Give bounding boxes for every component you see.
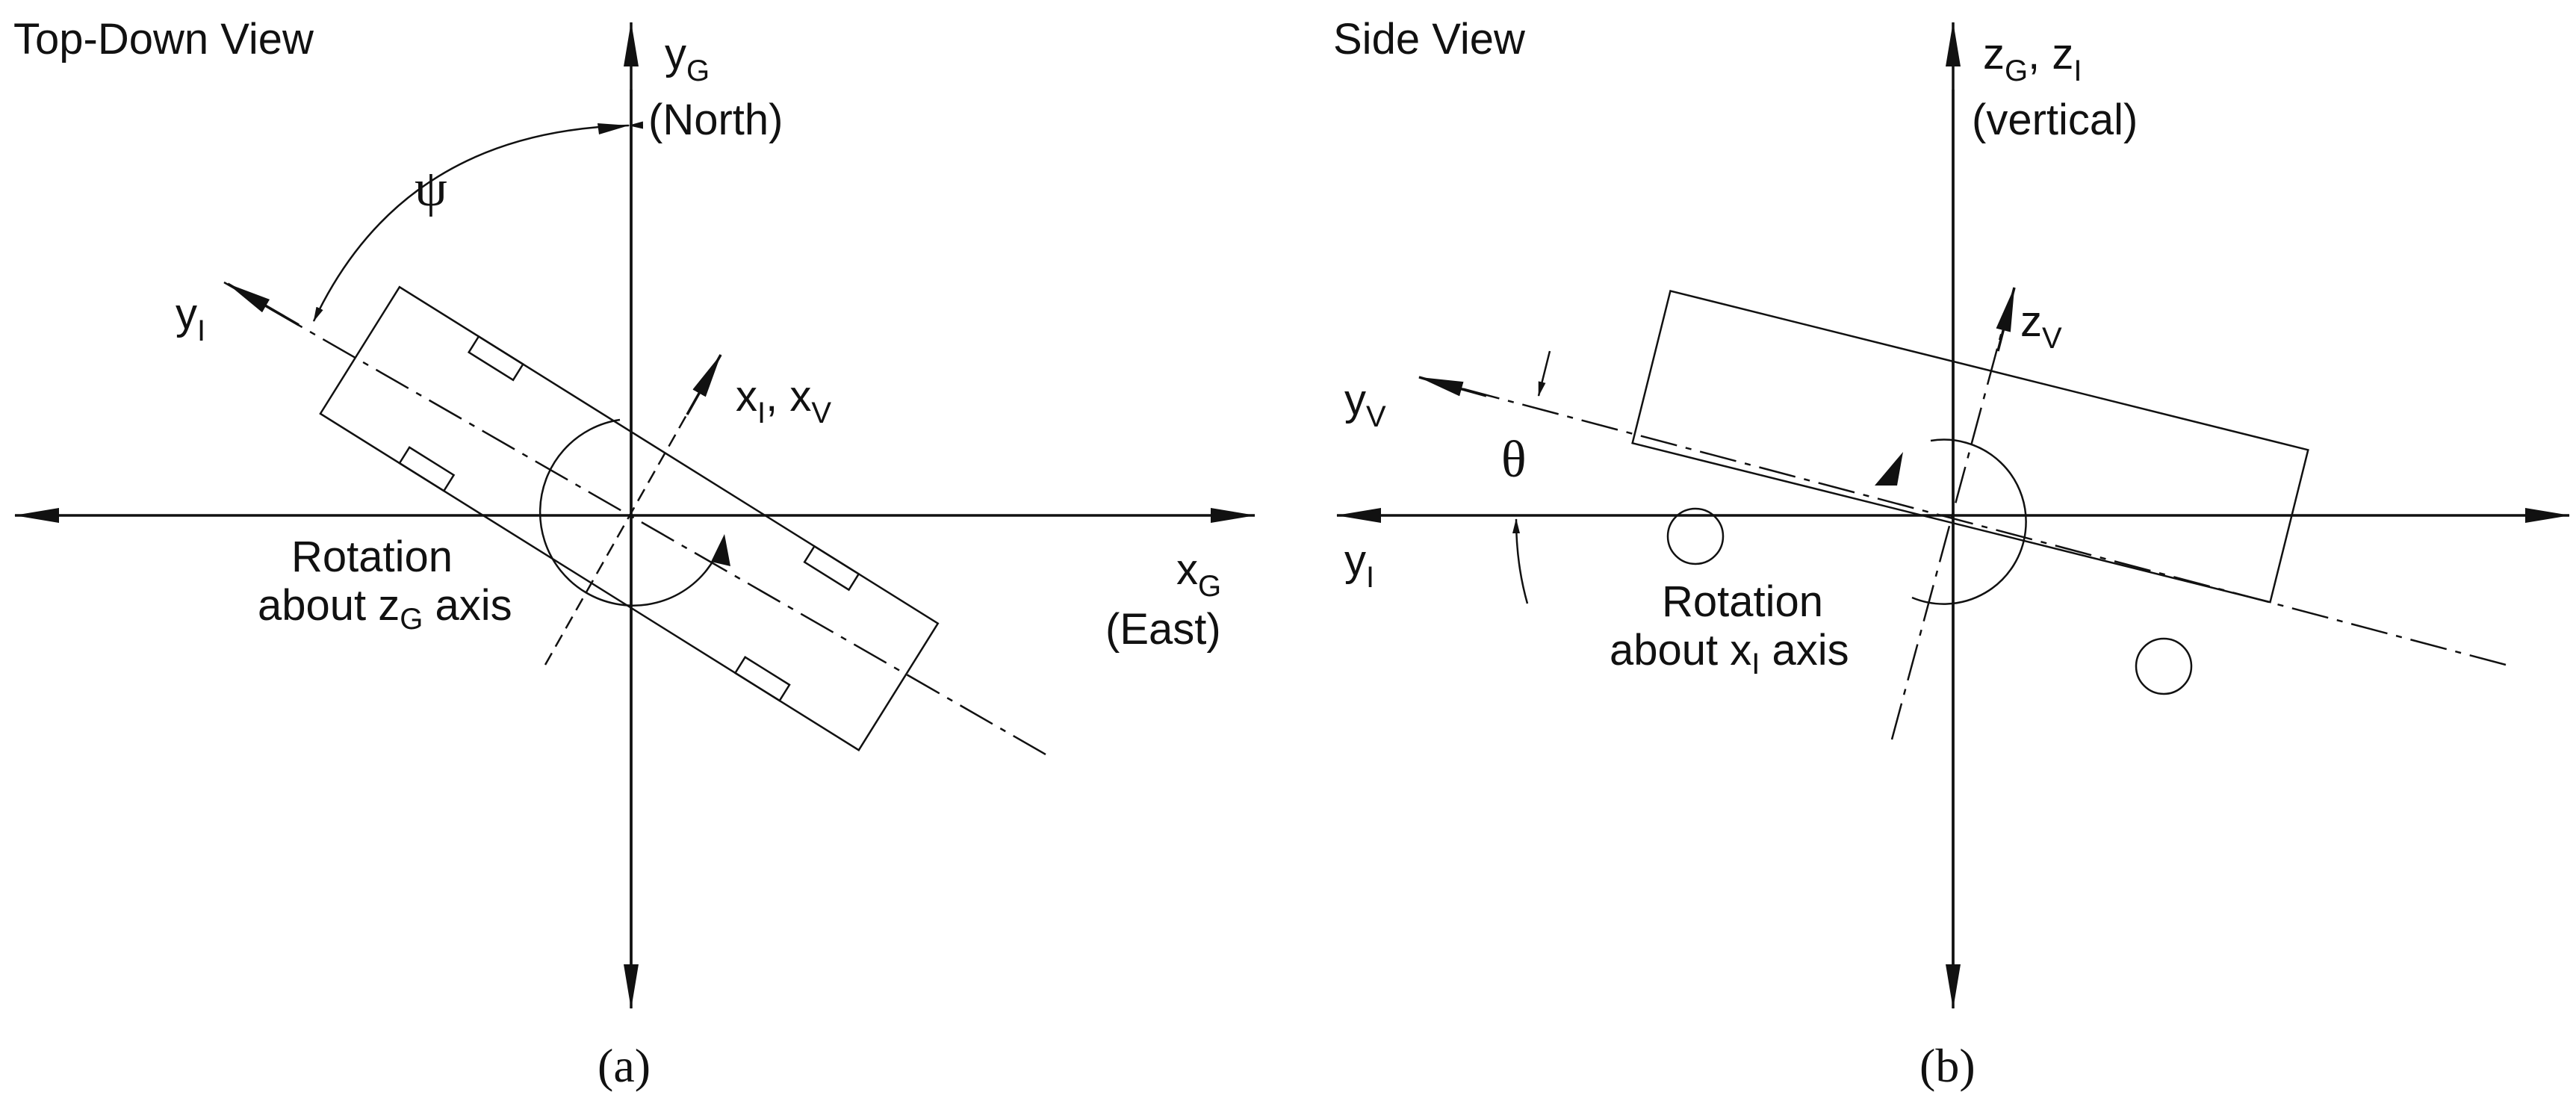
theta-arrow-top: [1537, 350, 1551, 397]
rotation-arrow-tip-x: [1875, 452, 1903, 486]
east-label: (East): [1105, 605, 1221, 654]
vehicle-side-body: [1631, 289, 2309, 604]
x-global-label: xG: [1176, 545, 1221, 603]
wheel-rear-left: [467, 335, 525, 382]
vehicle-side-view: [1631, 289, 2309, 604]
panel-b-title: Side View: [1333, 15, 1526, 63]
psi-arrow-tip-top: [598, 123, 629, 134]
y-global-label: yG: [665, 30, 710, 87]
x-inertial-axis-arrow: [686, 354, 722, 415]
y-inertial-label: yI: [176, 290, 205, 347]
rear-wheel: [1666, 507, 1725, 565]
rotation-arc-z: [539, 418, 722, 607]
theta-arrow-bottom: [1512, 518, 1529, 604]
y-inertial-label-b: yI: [1344, 536, 1374, 594]
vehicle-body: [319, 285, 940, 751]
y-vehicle-axis-arrow: [1418, 376, 1487, 397]
z-global-label: zG, zI: [1983, 30, 2082, 87]
y-inertial-axis-arrow: [227, 282, 300, 326]
rotation-label-line1: Rotation: [291, 533, 453, 581]
y-vehicle-axis-line: [1418, 376, 2507, 666]
panel-b: Side View zG, zI (vertical) yV yI θ zV: [1333, 15, 2570, 1092]
wheel-front-right: [733, 656, 791, 702]
theta-symbol: θ: [1501, 431, 1527, 489]
caption-b: (b): [1919, 1039, 1976, 1092]
psi-angle-arc: [312, 121, 644, 322]
panel-a: Top-Down View yG (North) xG (East) yI xI…: [13, 15, 1256, 1092]
rotation-arc-x: [1911, 438, 2027, 605]
caption-a: (a): [598, 1039, 651, 1092]
rotation-arrow-tip-z: [711, 534, 730, 566]
y-vehicle-label: yV: [1344, 376, 1386, 433]
panel-a-title: Top-Down View: [13, 15, 314, 63]
wheel-rear-right: [398, 446, 456, 492]
x-inertial-axis-line: [544, 380, 707, 666]
front-wheel: [2135, 637, 2193, 695]
z-vehicle-label: zV: [2020, 297, 2062, 355]
wheel-front-left: [803, 545, 860, 592]
vehicle-top-view: [319, 285, 940, 751]
y-inertial-axis-line: [223, 281, 1046, 756]
psi-symbol: ψ: [415, 160, 447, 217]
z-vehicle-axis-line: [1890, 298, 2012, 740]
z-vehicle-axis-arrow: [1996, 287, 2016, 352]
x-inertial-label: xI, xV: [736, 372, 831, 429]
vertical-label: (vertical): [1972, 96, 2138, 144]
north-label: (North): [648, 96, 783, 144]
rotation-label-b-line1: Rotation: [1662, 577, 1823, 626]
rotation-label-line2: about zG axis: [258, 581, 512, 636]
rotation-label-b-line2: about xI axis: [1610, 626, 1849, 680]
